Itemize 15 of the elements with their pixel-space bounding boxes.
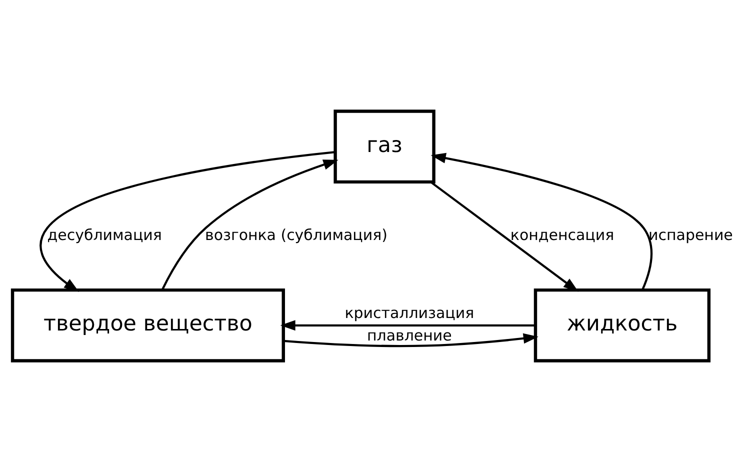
edge-label: испарение [648,225,733,244]
edge-label: десублимация [47,225,162,244]
edge-label: конденсация [510,225,614,244]
node-box: жидкость [534,288,711,362]
arrow [430,180,578,292]
arrow [280,320,536,330]
arrow [40,150,336,292]
edge-label: кристаллизация [344,304,474,322]
node-box: твердое вещество [10,288,285,362]
edge-label: возгонка (сублимация) [205,225,388,244]
arrow [430,152,652,290]
arrow [284,332,538,347]
arrow [161,159,338,290]
node-box: газ [334,109,436,184]
edge-label: плавление [367,326,452,344]
